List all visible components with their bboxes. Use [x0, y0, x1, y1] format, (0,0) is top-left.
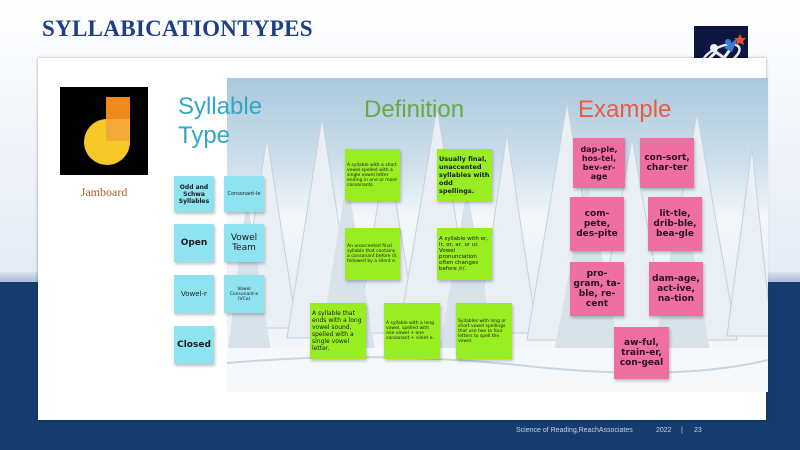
slide-title: SYLLABICATIONTYPES [42, 16, 313, 41]
type-note[interactable]: Consonant-le [224, 176, 264, 212]
definition-note[interactable]: Usually final, unaccented syllables with… [437, 149, 492, 201]
type-note[interactable]: Vowel Team [224, 224, 264, 262]
definition-note[interactable]: Syllables with long or short vowel spell… [456, 303, 512, 359]
type-note[interactable]: Vowel Consonant-e (VCe) [224, 275, 264, 313]
type-note[interactable]: Open [174, 224, 214, 262]
example-note[interactable]: dap-ple, hos-tel, bev-er-age [573, 138, 625, 188]
definition-note[interactable]: An unaccented final syllable that contai… [345, 228, 400, 280]
definition-note[interactable]: A syllable that ends with a long vowel s… [310, 303, 366, 359]
type-note[interactable]: Odd and Schwa Syllables [174, 176, 214, 212]
footer-org: Science of Reading,ReachAssociates [516, 427, 633, 434]
example-note[interactable]: aw-ful, train-er, con-geal [614, 327, 669, 379]
example-note[interactable]: com-pete, des-pite [570, 197, 624, 251]
definition-note[interactable]: A syllable with a short vowel spelled wi… [345, 149, 400, 201]
example-note[interactable]: dam-age, act-ive, na-tion [649, 262, 703, 316]
footer-year: 2022 [656, 427, 672, 434]
footer-separator: | [681, 427, 683, 434]
header-definition: Definition [364, 96, 465, 123]
jamboard-logo [60, 87, 148, 175]
type-note[interactable]: Closed [174, 326, 214, 364]
definition-note[interactable]: A syllable with a long vowel, spelled wi… [384, 303, 440, 359]
example-note[interactable]: pro-gram, ta-ble, re-cent [570, 262, 624, 316]
example-note[interactable]: lit-tle, drib-ble, bea-gle [648, 197, 702, 251]
header-example: Example [578, 96, 672, 123]
type-note[interactable]: Vowel-r [174, 275, 214, 313]
header-syllable-type: Syllable Type [178, 93, 263, 149]
example-note[interactable]: con-sort, char-ter [640, 138, 694, 188]
jamboard-label: Jamboard [80, 185, 128, 199]
definition-note[interactable]: A syllable with er, ir, or, ar, or ur. V… [437, 228, 492, 280]
footer-page-number: 23 [694, 427, 702, 434]
